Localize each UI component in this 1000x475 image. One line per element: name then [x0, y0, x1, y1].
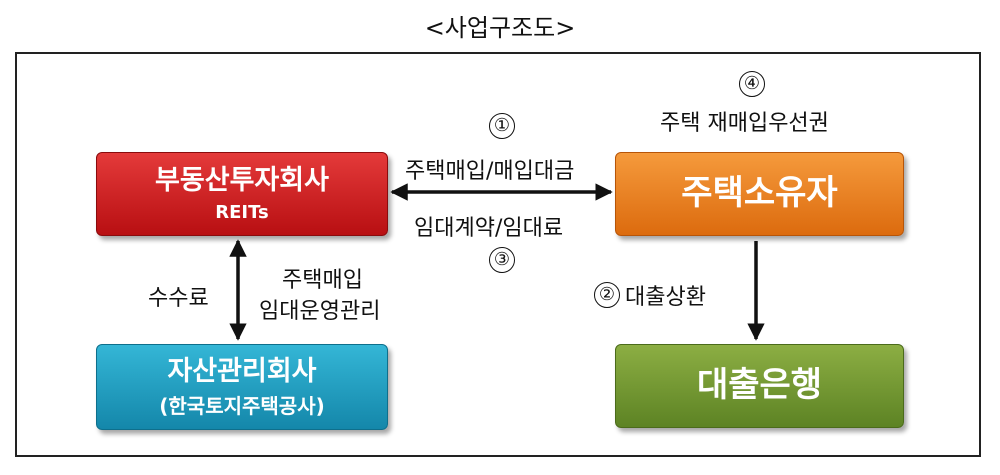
- asset-management-box: 자산관리회사 (한국토지주택공사): [96, 344, 388, 430]
- flow4-label: 주택 재매입우선권: [660, 111, 829, 136]
- home-owner-name: 주택소유자: [681, 173, 838, 214]
- diagram-title: <사업구조도>: [424, 14, 576, 42]
- flow4-number: ④: [739, 71, 765, 97]
- reits-box: 부동산투자회사 REITs: [96, 152, 388, 236]
- lender-bank-name: 대출은행: [696, 365, 823, 406]
- asset-management-name: 자산관리회사: [167, 356, 317, 388]
- reits-name: 부동산투자회사: [155, 164, 329, 196]
- flow3-number: ③: [489, 247, 515, 273]
- fee-label: 수수료: [148, 286, 209, 311]
- lender-bank-box: 대출은행: [615, 344, 904, 428]
- mgmt-label-line1: 주택매입: [282, 268, 363, 293]
- reits-sub: REITs: [215, 201, 269, 223]
- flow3-label: 임대계약/임대료: [414, 216, 564, 241]
- flow2-number: ②: [594, 282, 620, 308]
- mgmt-label-line2: 임대운영관리: [259, 299, 381, 324]
- asset-management-sub: (한국토지주택공사): [159, 393, 325, 418]
- home-owner-box: 주택소유자: [615, 152, 904, 236]
- flow1-number: ①: [489, 113, 515, 139]
- flow2-label: 대출상환: [625, 285, 706, 310]
- flow1-label: 주택매입/매입대금: [405, 159, 575, 184]
